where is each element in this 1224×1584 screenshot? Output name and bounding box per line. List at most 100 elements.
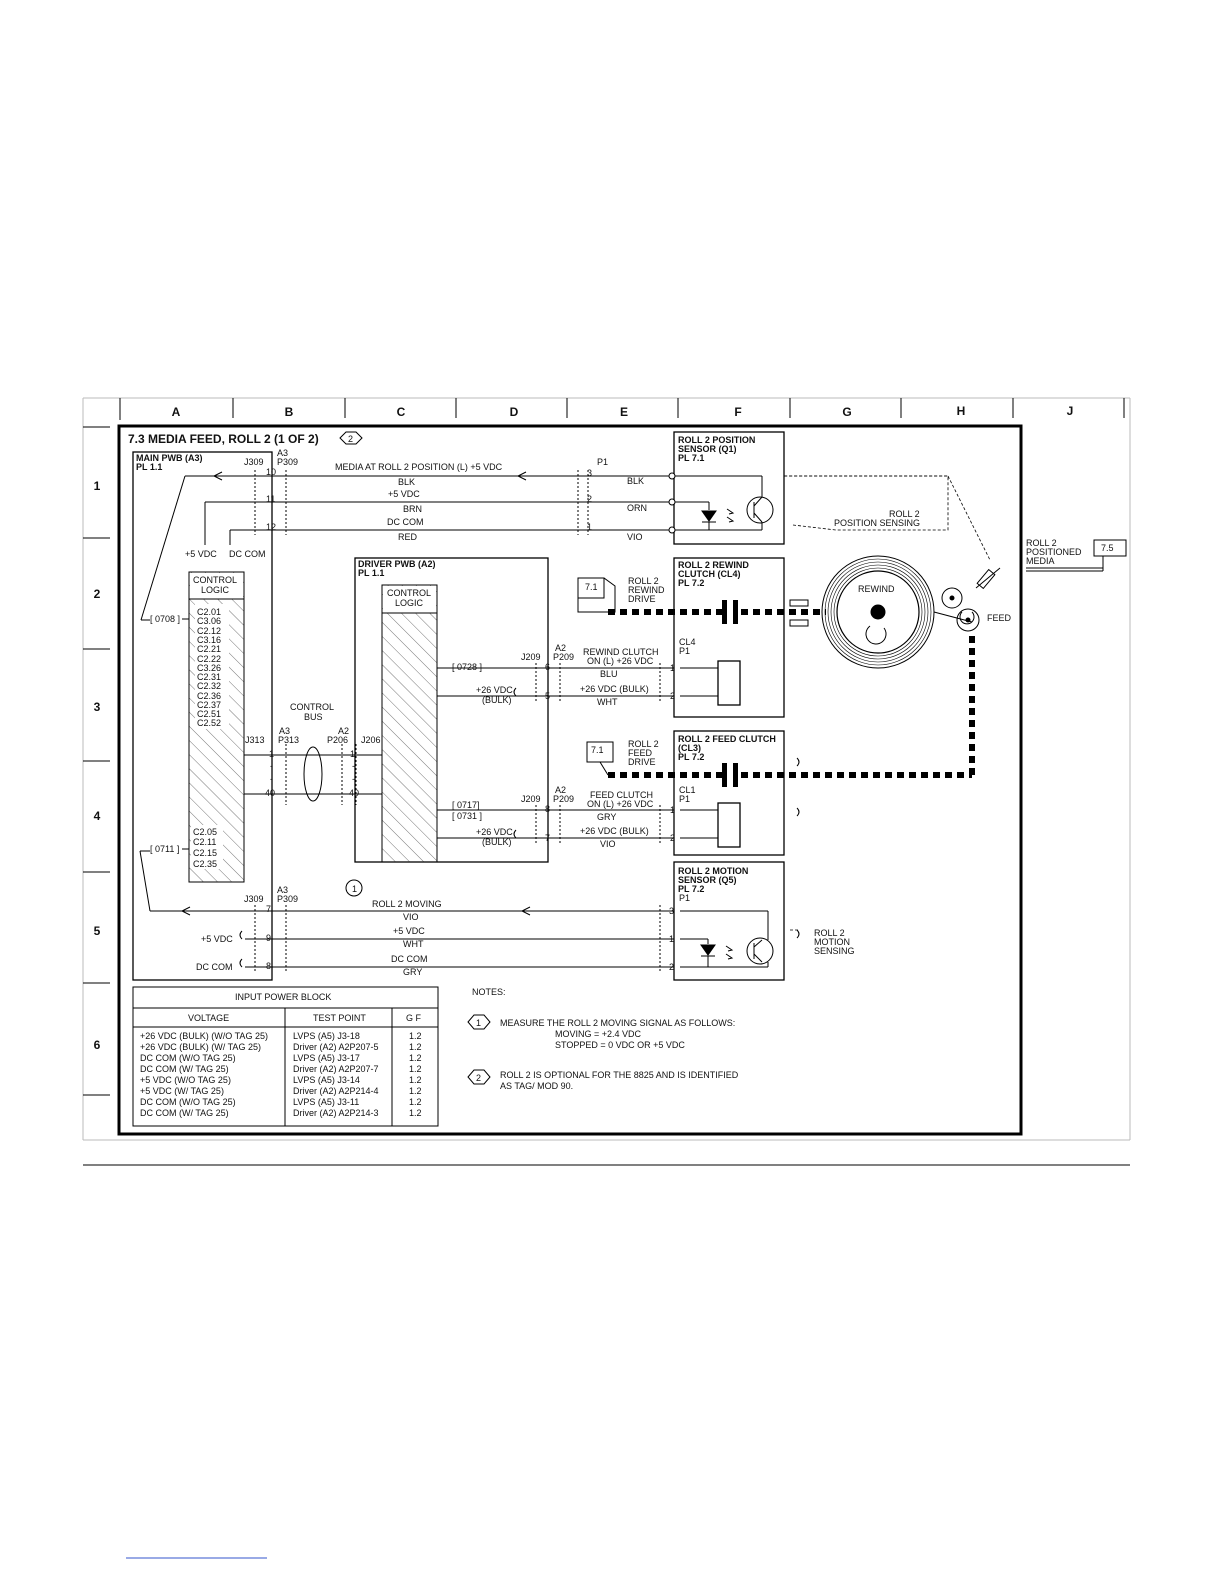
main-pwb-label: MAIN PWB (A3)	[136, 453, 203, 463]
diagram-title: 7.3 MEDIA FEED, ROLL 2 (1 OF 2)	[128, 432, 319, 446]
svg-text:ROLL 2: ROLL 2	[1026, 538, 1057, 548]
svg-text:+5 VDC: +5 VDC	[393, 926, 425, 936]
col-label: J	[1067, 404, 1074, 418]
wire-color: BLK	[627, 476, 644, 486]
svg-text:1: 1	[352, 884, 357, 894]
svg-text:P1: P1	[679, 646, 690, 656]
rewind-roll-icon	[821, 555, 973, 669]
driver-control-logic-block	[381, 584, 438, 863]
svg-text:POSITIONED: POSITIONED	[1026, 547, 1082, 557]
power-block-cell: Driver (A2) A2P207-7	[293, 1064, 379, 1074]
svg-text:+26 VDC: +26 VDC	[476, 685, 513, 695]
svg-text:GRY: GRY	[403, 967, 422, 977]
wire-color: BRN	[403, 504, 422, 514]
power-block-cell: DC COM (W/O TAG 25)	[140, 1053, 236, 1063]
feed-clutch-cl3-box	[673, 730, 785, 856]
note-1: 1 MEASURE THE ROLL 2 MOVING SIGNAL AS FO…	[467, 1014, 735, 1050]
svg-text:3: 3	[669, 906, 674, 916]
power-block-cell: 1.2	[409, 1108, 422, 1118]
svg-text:P1: P1	[679, 893, 690, 903]
power-block-cell: 1.2	[409, 1042, 422, 1052]
power-block-cell: +26 VDC (BULK) (W/ TAG 25)	[140, 1042, 261, 1052]
svg-text:7.5: 7.5	[1101, 543, 1114, 553]
input-power-block-table: INPUT POWER BLOCK VOLTAGE TEST POINT G F…	[132, 986, 439, 1127]
power-block-cell: 1.2	[409, 1031, 422, 1041]
sensing-paths	[784, 475, 991, 931]
svg-text:VIO: VIO	[600, 839, 616, 849]
wire-color: BLK	[398, 477, 415, 487]
svg-text:REWIND CLUTCH: REWIND CLUTCH	[583, 647, 659, 657]
svg-text:WHT: WHT	[403, 939, 424, 949]
fault-code: C2.01	[197, 607, 221, 617]
title-note-flag: 2	[339, 431, 363, 445]
pin: 11	[266, 494, 275, 504]
row-labels: 1 2 3 4 5 6	[94, 479, 101, 1052]
fault-code: C2.32	[197, 681, 221, 691]
fault-code: C3.16	[197, 635, 221, 645]
svg-text:J313: J313	[245, 735, 265, 745]
row-ticks	[83, 426, 110, 1096]
wire-color: VIO	[627, 532, 643, 542]
svg-text:LOGIC: LOGIC	[395, 598, 424, 608]
col-label: D	[510, 405, 519, 419]
fault-code: C2.31	[197, 672, 221, 682]
svg-text:5: 5	[545, 691, 550, 701]
svg-text:SENSOR (Q5): SENSOR (Q5)	[678, 875, 737, 885]
row-label: 1	[94, 479, 101, 493]
svg-text:POSITION SENSING: POSITION SENSING	[834, 518, 920, 528]
pin: 3	[587, 468, 592, 478]
svg-text:2: 2	[670, 691, 675, 701]
drive-shafts	[608, 599, 975, 787]
ref-0708: [ 0708 ]	[150, 614, 180, 624]
power-block-cell: Driver (A2) A2P214-4	[293, 1086, 379, 1096]
fault-codes-bottom: C2.05 C2.11 C2.15 C2.35	[191, 825, 223, 869]
feed-roll-icon	[941, 567, 1001, 632]
feed-drive-ref: 7.1 ROLL 2 FEED DRIVE	[586, 739, 659, 776]
svg-text:P209: P209	[553, 794, 574, 804]
power-block-header: G F	[406, 1013, 422, 1023]
svg-text:BLU: BLU	[600, 669, 618, 679]
svg-text:GRY: GRY	[597, 812, 616, 822]
svg-text:ROLL 2 MOTION: ROLL 2 MOTION	[678, 866, 748, 876]
column-labels: A B C D E F G H J	[172, 404, 1074, 419]
svg-text:P209: P209	[553, 652, 574, 662]
conn-j309-top: J309	[244, 457, 264, 467]
power-block-cell: 1.2	[409, 1097, 422, 1107]
svg-text:P206: P206	[327, 735, 348, 745]
fault-code: C2.05	[193, 827, 217, 837]
svg-text:ON (L) +26 VDC: ON (L) +26 VDC	[587, 799, 654, 809]
svg-text:ROLL 2 REWIND: ROLL 2 REWIND	[678, 560, 749, 570]
svg-text:-: -	[270, 774, 273, 784]
power-block-cell: LVPS (A5) J3-14	[293, 1075, 360, 1085]
main-pwb-pl: PL 1.1	[136, 462, 162, 472]
fault-code: C2.37	[197, 700, 221, 710]
svg-text:P313: P313	[278, 735, 299, 745]
svg-text:A3: A3	[277, 885, 288, 895]
note-2: 2 ROLL 2 IS OPTIONAL FOR THE 8825 AND IS…	[467, 1069, 739, 1091]
power-block-cell: +5 VDC (W/ TAG 25)	[140, 1086, 224, 1096]
fault-code: C3.26	[197, 663, 221, 673]
power-block-cell: LVPS (A5) J3-17	[293, 1053, 360, 1063]
svg-text:DRIVE: DRIVE	[628, 757, 656, 767]
fault-code: C2.22	[197, 654, 221, 664]
fault-code: C2.35	[193, 859, 217, 869]
position-sensor-q1-box	[673, 431, 785, 545]
plus5-supply-top: +5 VDC DC COM	[185, 549, 266, 559]
svg-text:SENSOR (Q1): SENSOR (Q1)	[678, 444, 737, 454]
wire-color: ORN	[627, 503, 647, 513]
pin: 1	[587, 522, 592, 532]
svg-text:7.1: 7.1	[585, 582, 598, 592]
svg-text:7.1: 7.1	[591, 745, 604, 755]
svg-text:ROLL 2: ROLL 2	[628, 576, 659, 586]
svg-text:8: 8	[545, 804, 550, 814]
svg-text:40: 40	[265, 788, 275, 798]
motion-sensor-q5-box	[673, 861, 785, 981]
pin: 2	[587, 494, 592, 504]
clutch-wires	[437, 663, 674, 845]
svg-text:+5 VDC: +5 VDC	[201, 934, 233, 944]
col-label: C	[397, 405, 406, 419]
ref-0711: [ 0711 ]	[150, 844, 179, 854]
grid-frame	[82, 397, 1131, 1141]
svg-text:CL4: CL4	[679, 637, 696, 647]
